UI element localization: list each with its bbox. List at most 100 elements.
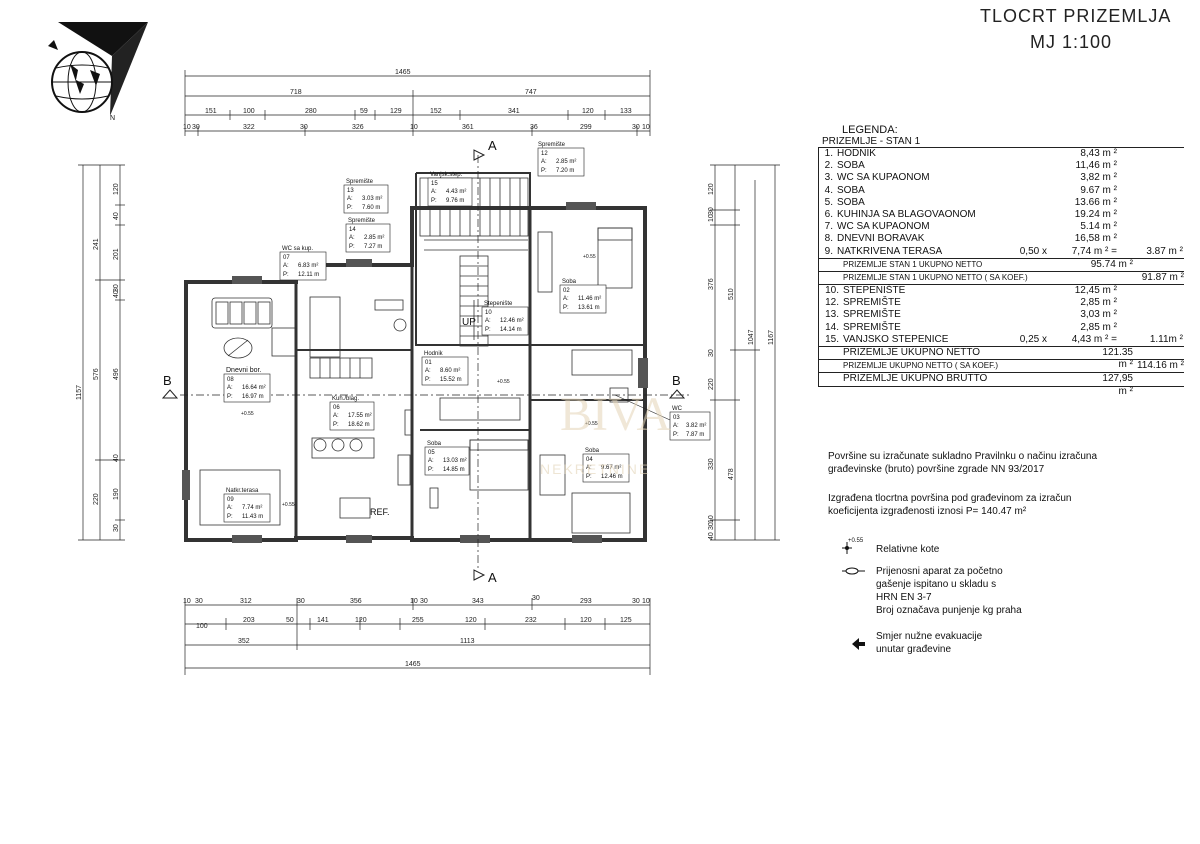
svg-text:16.97 m: 16.97 m [242, 394, 264, 400]
svg-text:Natkr.terasa: Natkr.terasa [226, 488, 259, 494]
svg-text:7.60 m: 7.60 m [362, 205, 380, 211]
room-label-15: Vanjsk.step. 15 A:4.43 m² P:9.76 m [427, 172, 473, 207]
dim-top-right: 747 [525, 89, 537, 96]
section-b-left: B [163, 373, 172, 388]
dim: 120 [355, 617, 367, 624]
dim: 30 [420, 598, 428, 605]
svg-text:09: 09 [227, 497, 234, 503]
dim: 120 [582, 108, 594, 115]
svg-text:P:: P: [425, 377, 431, 383]
dim: 120 [580, 617, 592, 624]
kote-label: +0.55 [585, 421, 598, 427]
svg-text:8.60 m²: 8.60 m² [440, 368, 460, 374]
svg-text:P:: P: [283, 272, 289, 278]
svg-text:A:: A: [425, 368, 431, 374]
note-kote: Relativne kote [876, 544, 940, 555]
svg-text:P:: P: [227, 514, 233, 520]
dim: 343 [472, 598, 484, 605]
svg-text:15.52 m: 15.52 m [440, 377, 462, 383]
watermark-brand: BIVA [560, 388, 671, 441]
svg-text:2.85 m²: 2.85 m² [364, 235, 384, 241]
svg-text:14: 14 [349, 227, 356, 233]
svg-text:08: 08 [227, 377, 234, 383]
svg-text:P:: P: [349, 244, 355, 250]
room-label-08: Dnevni bor. 08 A:16.64 m² P:16.97 m [223, 367, 271, 403]
svg-text:A:: A: [333, 413, 339, 419]
section-a-top: A [488, 138, 497, 153]
dim: 293 [580, 598, 592, 605]
dim: 30 [192, 124, 200, 131]
dim: 220 [708, 378, 715, 390]
dim: 10 [183, 124, 191, 131]
svg-text:2.85 m²: 2.85 m² [556, 159, 576, 165]
compass-logo: N [48, 22, 148, 122]
svg-text:10: 10 [485, 310, 492, 316]
dim: 36 [530, 124, 538, 131]
left-dimensions [78, 164, 125, 541]
dim: 30 [632, 124, 640, 131]
svg-text:12.46 m²: 12.46 m² [500, 318, 524, 324]
dim: 125 [620, 617, 632, 624]
svg-text:A:: A: [563, 296, 569, 302]
svg-text:15: 15 [431, 181, 438, 187]
dim: 40 [113, 454, 120, 462]
dim: 10 [642, 124, 650, 131]
dim: 40 [113, 290, 120, 298]
dim: 1047 [748, 329, 755, 345]
dim: 478 [728, 468, 735, 480]
room-label-03: WC 03 A:3.82 m² P:7.87 m [614, 394, 711, 441]
section-b-right: B [672, 373, 681, 388]
svg-text:WC: WC [672, 406, 683, 412]
dim: 30 [708, 207, 715, 215]
svg-text:Dnevni bor.: Dnevni bor. [226, 367, 261, 374]
drawing-scale: MJ 1:100 [1030, 32, 1113, 52]
dim: 326 [352, 124, 364, 131]
svg-text:05: 05 [428, 450, 435, 456]
dim: 1465 [405, 661, 421, 668]
room-label-04: Soba 04 A:9.67 m² P:12.46 m [582, 448, 630, 483]
room-label-05: Soba 05 A:13.03 m² P:14.85 m [424, 441, 470, 476]
room-label-09: Natkr.terasa 09 A:7.74 m² P:11.43 m [223, 488, 271, 523]
legend-title: LEGENDA: [842, 124, 898, 136]
legend-subtitle: PRIZEMLJE - STAN 1 [818, 136, 1184, 148]
dim: 241 [93, 238, 100, 250]
svg-text:P:: P: [227, 394, 233, 400]
kote-label: +0.55 [282, 502, 295, 508]
legend-total-koef: PRIZEMLJE UKUPNO NETTO ( SA KOEF.)114.16… [818, 360, 1184, 374]
svg-text:12.11 m: 12.11 m [298, 272, 319, 278]
room-label-06: Kuh./blag. 06 A:17.55 m² P:18.62 m [329, 396, 375, 431]
room-label-01: Hodnik 01 A:8.60 m² P:15.52 m [421, 351, 469, 386]
dim: 59 [360, 108, 368, 115]
kote-label: +0.55 [583, 254, 596, 260]
dim: 201 [113, 248, 120, 260]
svg-text:3.82 m²: 3.82 m² [686, 423, 706, 429]
svg-text:06: 06 [333, 405, 340, 411]
svg-text:WC sa kup.: WC sa kup. [282, 246, 313, 252]
room-label-13: Spremište 13 A:3.03 m² P:7.60 m [343, 179, 389, 214]
dim: 299 [580, 124, 592, 131]
svg-text:11.43 m: 11.43 m [242, 514, 263, 520]
svg-text:P:: P: [347, 205, 353, 211]
dim: 361 [462, 124, 474, 131]
svg-text:A:: A: [227, 385, 233, 391]
kote-icon [842, 542, 852, 554]
legend-netto-stan1-koef: PRIZEMLJE STAN 1 UKUPNO NETTO ( SA KOEF.… [818, 271, 1184, 286]
dim: 203 [243, 617, 255, 624]
dim: 220 [93, 493, 100, 505]
room-label-12: Spremište 12 A:2.85 m² P:7.20 m [537, 142, 585, 177]
dim: 510 [728, 288, 735, 300]
svg-text:12.46 m: 12.46 m [601, 474, 623, 480]
drawing-title: TLOCRT PRIZEMLJA [980, 6, 1172, 26]
svg-text:Soba: Soba [585, 448, 600, 454]
svg-text:17.55 m²: 17.55 m² [348, 413, 372, 419]
svg-text:04: 04 [586, 457, 593, 463]
svg-text:14.14 m: 14.14 m [500, 327, 522, 333]
svg-text:12: 12 [541, 151, 548, 157]
svg-text:A:: A: [227, 505, 233, 511]
